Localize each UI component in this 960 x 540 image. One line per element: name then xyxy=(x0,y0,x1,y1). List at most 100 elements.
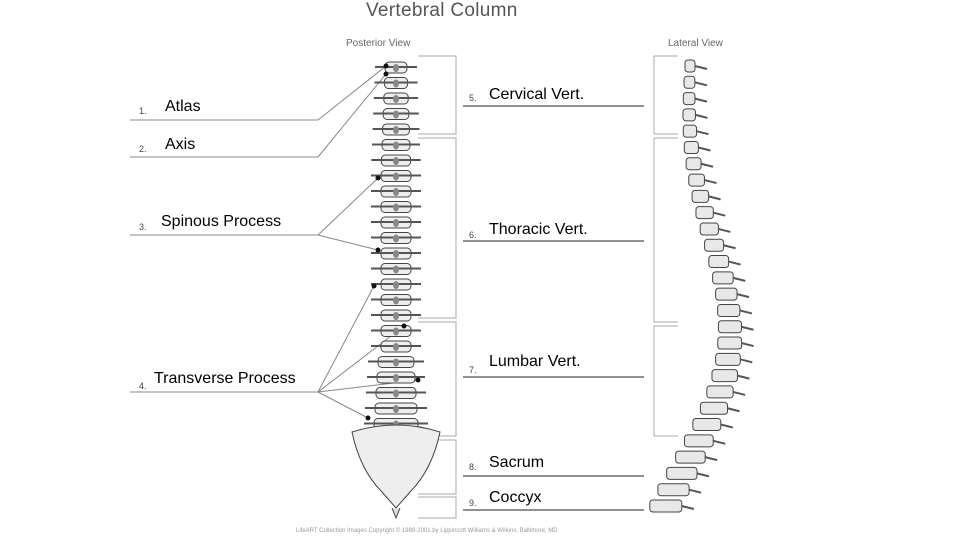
lateral-spinous-process xyxy=(681,505,695,510)
lateral-spinous-process xyxy=(704,179,717,185)
lateral-vertebra xyxy=(683,434,714,448)
spinous-process xyxy=(393,234,399,243)
spinous-process xyxy=(393,358,399,367)
label-number-8: 8. xyxy=(469,462,477,472)
lateral-vertebra xyxy=(717,336,743,350)
label-number-5: 5. xyxy=(469,93,477,103)
lateral-vertebra xyxy=(691,189,710,203)
posterior-bracket-2 xyxy=(418,137,457,319)
lateral-vertebra xyxy=(715,352,741,366)
posterior-bracket-5 xyxy=(418,496,457,519)
lateral-spinous-process xyxy=(732,390,746,396)
posterior-view-caption: Posterior View xyxy=(346,38,411,49)
spinous-leader-line-2 xyxy=(317,234,379,251)
lateral-vertebra xyxy=(712,271,734,285)
lateral-vertebra xyxy=(692,418,722,432)
lateral-vertebra xyxy=(715,287,738,301)
lateral-vertebra xyxy=(708,255,730,269)
lateral-vertebra xyxy=(717,303,741,317)
label-number-7: 7. xyxy=(469,365,477,375)
lateral-spinous-process xyxy=(708,195,721,201)
lateral-spinous-process xyxy=(688,488,702,494)
lateral-spinous-process xyxy=(739,309,753,315)
lateral-spinous-process xyxy=(695,113,708,119)
spinous-process xyxy=(393,110,399,119)
label-number-4: 4. xyxy=(139,381,147,391)
lateral-spinous-process xyxy=(694,81,708,87)
label-sacrum: Sacrum xyxy=(489,454,545,471)
copyright-notice: LifeART Collection Images Copyright © 19… xyxy=(296,528,558,534)
lateral-vertebra xyxy=(657,483,690,497)
spinous-process xyxy=(393,296,399,305)
lateral-spinous-process xyxy=(737,374,750,380)
label-transverse-process: Transverse Process xyxy=(154,370,296,387)
marker-dot xyxy=(365,415,371,421)
lateral-vertebra xyxy=(717,320,742,334)
lateral-spinous-process xyxy=(696,472,710,478)
lateral-spinous-process xyxy=(713,211,726,217)
marker-dot xyxy=(375,247,381,253)
lateral-spinous-process xyxy=(732,276,746,282)
sacrum-shape xyxy=(351,424,441,509)
spinous-process xyxy=(393,95,399,103)
label-lumbar-vert: Lumbar Vert. xyxy=(489,353,581,370)
label-number-1: 1. xyxy=(139,106,147,116)
posterior-bracket-3 xyxy=(418,321,457,437)
lateral-vertebra xyxy=(706,385,734,399)
spinous-process xyxy=(393,64,399,72)
label-coccyx: Coccyx xyxy=(489,489,542,506)
marker-dot xyxy=(383,71,389,77)
lateral-spinous-process xyxy=(723,244,736,250)
spinous-leader-line-1 xyxy=(317,177,379,236)
lateral-vertebra xyxy=(666,466,698,480)
posterior-bracket-1 xyxy=(418,55,457,135)
lateral-vertebra xyxy=(683,140,699,154)
spinous-process xyxy=(393,79,399,88)
label-cervical-vert: Cervical Vert. xyxy=(489,86,585,103)
marker-dot xyxy=(383,63,389,69)
label-axis: Axis xyxy=(165,136,196,153)
lateral-spinous-process xyxy=(696,130,709,136)
lateral-spinous-process xyxy=(700,162,714,168)
lateral-spinous-process xyxy=(698,146,711,152)
label-spinous-process: Spinous Process xyxy=(161,213,282,230)
spinous-process xyxy=(393,405,399,413)
lateral-vertebra xyxy=(688,173,705,187)
lateral-vertebra xyxy=(685,157,702,171)
lateral-vertebra xyxy=(711,369,738,383)
lateral-bracket-2 xyxy=(653,137,678,323)
label-thoracic-vert: Thoracic Vert. xyxy=(489,221,588,238)
lateral-spinous-process xyxy=(741,325,754,331)
label-number-6: 6. xyxy=(469,230,477,240)
spinous-process xyxy=(393,203,399,212)
lateral-vertebra xyxy=(683,75,696,89)
atlas-leader-line xyxy=(317,65,387,121)
lateral-spinous-process xyxy=(728,260,741,266)
lateral-vertebra xyxy=(699,222,719,236)
spinous-process xyxy=(393,389,399,398)
lateral-spinous-process xyxy=(741,342,754,348)
lateral-spinous-process xyxy=(736,293,750,299)
lateral-spinous-process xyxy=(740,358,753,364)
lateral-vertebra xyxy=(699,401,729,415)
spinous-process xyxy=(393,343,399,351)
spinous-process xyxy=(393,327,399,336)
lateral-spinous-process xyxy=(727,407,740,413)
axis-leader-line xyxy=(317,73,387,158)
marker-dot xyxy=(371,283,377,289)
spinous-process xyxy=(393,126,399,134)
lateral-vertebra xyxy=(682,124,698,138)
lateral-view-caption: Lateral View xyxy=(668,38,723,49)
lateral-spinous-process xyxy=(694,97,708,103)
marker-dot xyxy=(415,377,421,383)
lateral-spinous-process xyxy=(718,227,731,233)
diagram-title: Vertebral Column xyxy=(366,0,518,21)
lateral-spinous-process xyxy=(712,439,726,445)
label-atlas: Atlas xyxy=(165,98,201,115)
spinous-process xyxy=(393,157,399,165)
spinous-process xyxy=(393,188,399,196)
spinous-process xyxy=(393,172,399,181)
transverse-leader-line-4 xyxy=(317,391,369,419)
lateral-spinous-process xyxy=(720,423,734,429)
